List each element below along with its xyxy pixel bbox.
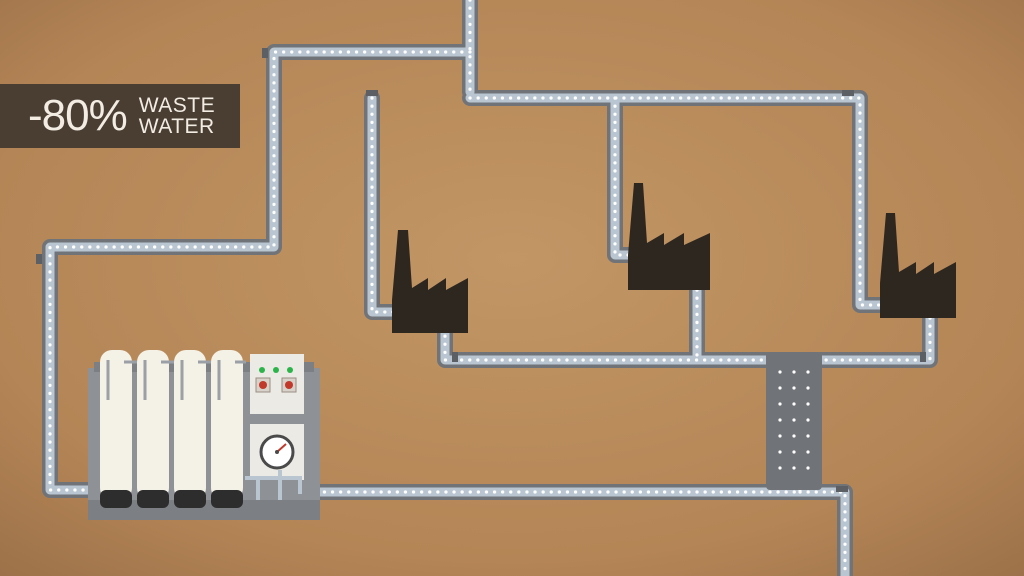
pipe-network xyxy=(36,0,938,576)
stat-label-line2: WATER xyxy=(138,115,215,138)
stat-label-line1: WASTE xyxy=(138,94,216,117)
water-treatment-unit xyxy=(88,350,320,520)
factory-icon xyxy=(880,213,956,318)
stat-percentage: -80% xyxy=(28,91,128,140)
waste-water-stat-banner: -80% WASTE WATER xyxy=(0,84,240,148)
filter-tank-icon xyxy=(211,350,246,508)
stat-label: WASTE WATER xyxy=(139,95,215,137)
filter-tank-icon xyxy=(174,350,214,508)
filter-tank-icon xyxy=(100,350,140,508)
filter-tank-icon xyxy=(137,350,177,508)
factory-icon xyxy=(628,183,710,290)
pressure-gauge-icon xyxy=(250,424,304,480)
factory-icon xyxy=(392,230,468,333)
control-panel-icon xyxy=(250,354,304,414)
